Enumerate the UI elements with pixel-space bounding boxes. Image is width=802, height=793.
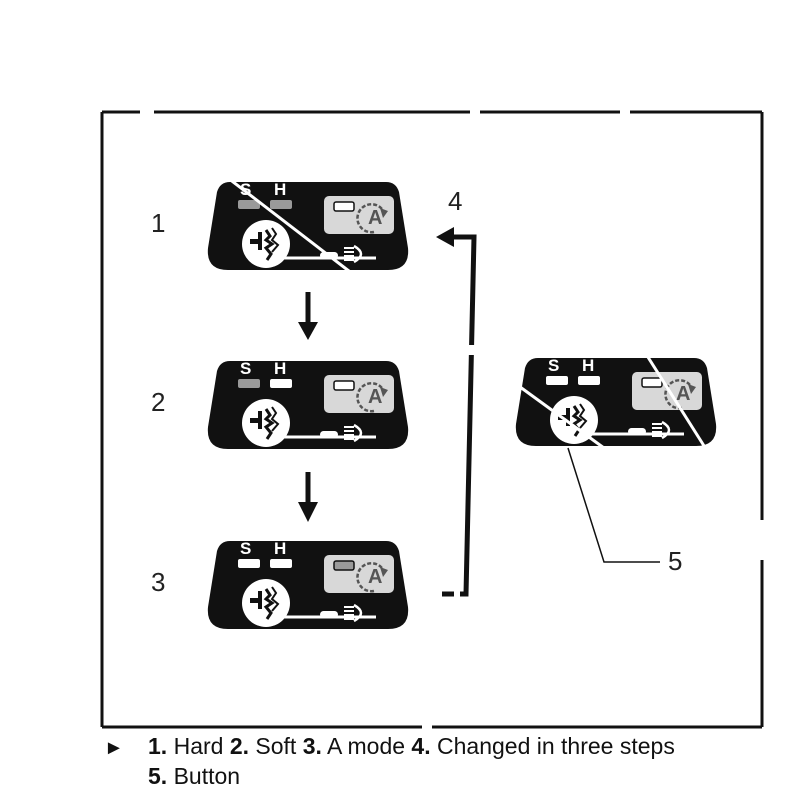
indicator-soft [238,559,260,568]
label-auto: A [676,383,690,405]
label-hard: H [274,539,286,558]
panel-button-detail: S H A [514,353,718,466]
label-hard: H [274,359,286,378]
caption-line-2: 5. Button [104,761,240,791]
indicator-auto [333,201,355,212]
caption-bullet: ► [104,737,124,759]
callout-2: 2 [151,387,166,417]
indicator-soft [546,376,568,385]
arrow-2-to-3 [298,472,318,522]
indicator-soft [238,379,260,388]
label-soft: S [240,359,251,378]
label-soft: S [548,356,559,375]
label-soft: S [240,539,251,558]
label-hard: H [274,180,286,199]
indicator-auto [333,560,355,571]
indicator-soft [238,200,260,209]
caption-text-2: Soft [249,733,303,759]
caption-num-3: 3. [302,733,322,759]
indicator-hard [578,376,600,385]
label-auto: A [368,386,382,408]
panel-hard: S H A [206,176,410,280]
indicator-hard [270,559,292,568]
caption-text-3: A mode [321,733,412,759]
callout-1: 1 [151,208,166,238]
return-arrow [436,227,477,600]
caption-text-1: Hard [167,733,230,759]
caption-num-5: 5. [148,763,168,789]
label-hard: H [582,356,594,375]
outer-frame [100,106,768,733]
indicator-hard [270,379,292,388]
caption-text-4: Changed in three steps [430,733,675,759]
label-auto: A [368,566,382,588]
indicator-auto [641,377,663,388]
indicator-hard [270,200,292,209]
indicator-auto [333,380,355,391]
caption-text-5: Button [167,763,241,789]
panel-soft: S H A [206,359,410,451]
callout-4: 4 [448,186,463,216]
caption-line-1: ► 1. Hard 2. Soft 3. A mode 4. Changed in… [104,731,675,763]
arrow-1-to-2 [298,292,318,340]
callout-5: 5 [668,546,683,576]
leader-line-5 [567,447,660,563]
callout-3: 3 [151,567,166,597]
label-auto: A [368,207,382,229]
caption-num-2: 2. [229,733,250,759]
caption-num-1: 1. [148,733,168,759]
label-soft: S [240,180,251,199]
caption-num-4: 4. [411,733,431,759]
panel-auto: S H A [206,539,410,631]
